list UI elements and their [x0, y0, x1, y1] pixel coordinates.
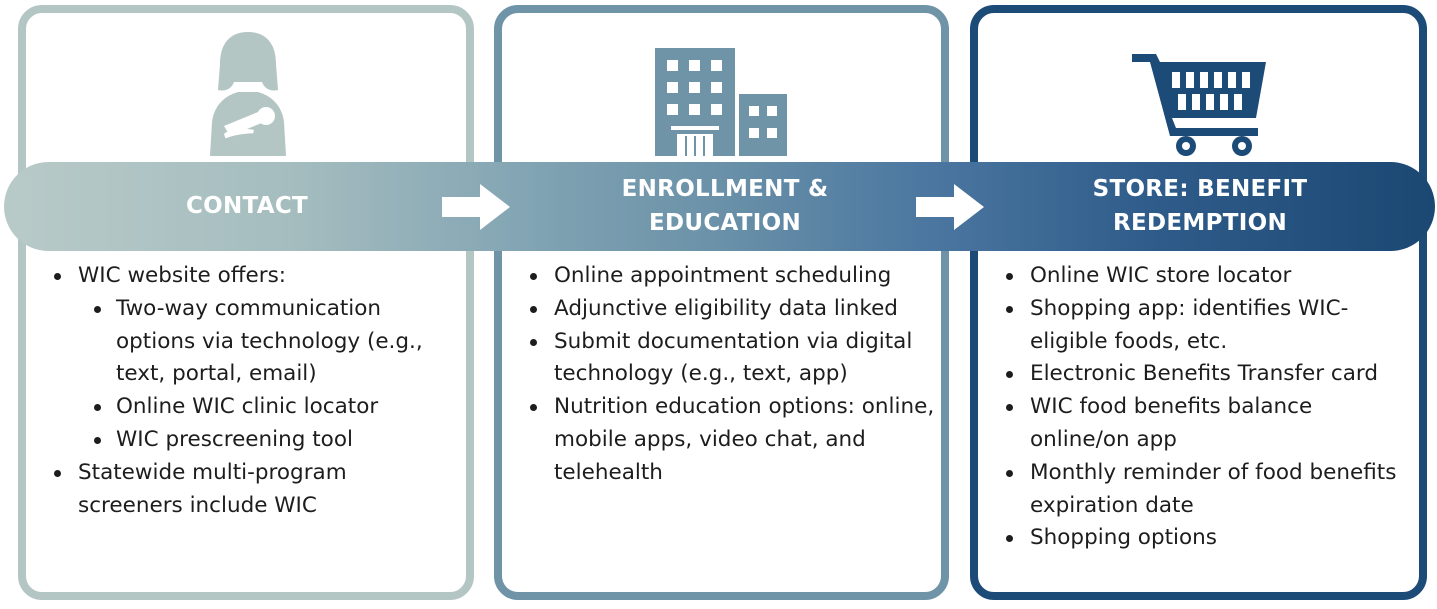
stage-title-line: ENROLLMENT & [621, 176, 829, 202]
mother-with-baby-icon [210, 32, 286, 156]
list-item: WIC website offers: Two-way communicatio… [48, 260, 458, 457]
list-item: Monthly reminder of food benefits expira… [1000, 457, 1415, 523]
right-arrow-icon [442, 184, 510, 230]
store-bullet-list: Online WIC store locator Shopping app: i… [1000, 260, 1415, 555]
sub-bullet-list: Two-way communication options via techno… [78, 293, 458, 457]
list-item: Submit documentation via digital technol… [524, 326, 939, 392]
stage-title-store: STORE: BENEFIT REDEMPTION [995, 172, 1405, 240]
process-band [4, 162, 1435, 251]
list-item: Adjunctive eligibility data linked [524, 293, 939, 326]
contact-bullet-list: WIC website offers: Two-way communicatio… [48, 260, 458, 522]
office-building-icon [655, 48, 787, 156]
right-arrow-icon [916, 184, 984, 230]
list-item: Two-way communication options via techno… [88, 293, 458, 391]
list-item-text: WIC website offers: [78, 263, 287, 288]
stage-title-line: REDEMPTION [1112, 210, 1288, 236]
stage-title-line: STORE: BENEFIT [1092, 176, 1308, 202]
list-item: Shopping options [1000, 522, 1415, 555]
stage-title-enrollment: ENROLLMENT & EDUCATION [520, 172, 930, 240]
list-item: Shopping app: identifies WIC-eligible fo… [1000, 293, 1415, 359]
list-item: WIC food benefits balance online/on app [1000, 391, 1415, 457]
stage-title-contact: CONTACT [185, 193, 309, 219]
list-item: Online WIC clinic locator [88, 391, 458, 424]
enrollment-bullet-list: Online appointment scheduling Adjunctive… [524, 260, 939, 490]
list-item: Statewide multi-program screeners includ… [48, 457, 458, 523]
list-item: Electronic Benefits Transfer card [1000, 358, 1415, 391]
list-item: Nutrition education options: online, mob… [524, 391, 939, 489]
list-item: WIC prescreening tool [88, 424, 458, 457]
list-item: Online appointment scheduling [524, 260, 939, 293]
stage-title-line: EDUCATION [648, 210, 802, 236]
shopping-cart-icon [1132, 54, 1266, 156]
list-item: Online WIC store locator [1000, 260, 1415, 293]
